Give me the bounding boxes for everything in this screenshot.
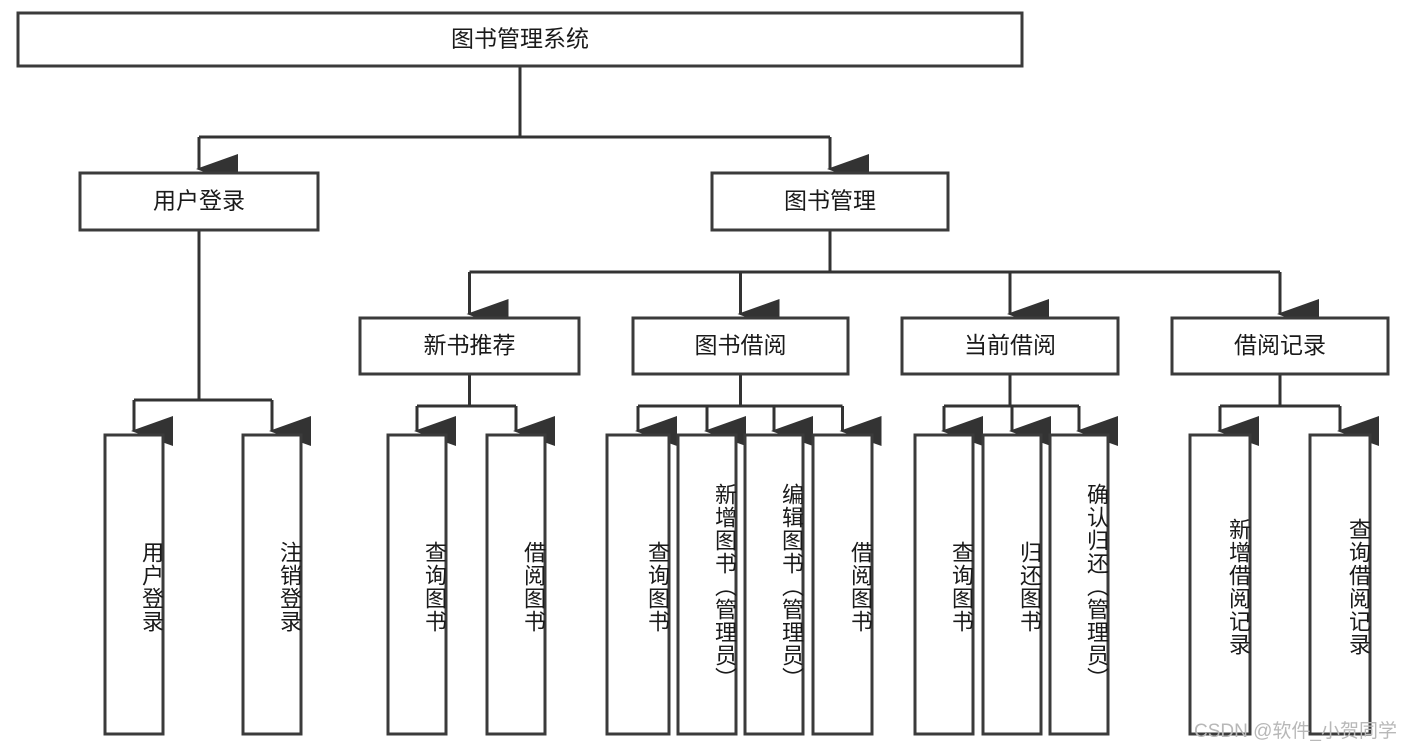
- node-leaf-box-1[interactable]: [241, 433, 303, 736]
- node-leaf-box-9[interactable]: [981, 433, 1043, 736]
- node-level3-label-2: 当前借阅: [964, 332, 1056, 358]
- node-leaf-box-6[interactable]: [743, 433, 805, 736]
- node-level3-box-1[interactable]: [631, 316, 850, 376]
- node-root-box[interactable]: [16, 11, 1024, 68]
- node-leaf-box-10[interactable]: [1048, 433, 1110, 736]
- node-leaf-box-3[interactable]: [485, 433, 547, 736]
- node-level2-box-1[interactable]: [710, 171, 950, 232]
- node-leaf-box-0[interactable]: [103, 433, 165, 736]
- csdn-watermark: CSDN @软件_小贺同学: [1194, 721, 1397, 742]
- node-level3-label-3: 借阅记录: [1234, 332, 1326, 358]
- node-leaf-box-2[interactable]: [386, 433, 448, 736]
- node-leaf-box-11[interactable]: [1188, 433, 1252, 736]
- node-leaf-box-5[interactable]: [676, 433, 738, 736]
- node-level3-box-3[interactable]: [1170, 316, 1390, 376]
- node-leaf-box-7[interactable]: [811, 433, 874, 736]
- node-level2-box-0[interactable]: [78, 171, 320, 232]
- node-level3-label-1: 图书借阅: [695, 332, 787, 358]
- node-leaf-box-12[interactable]: [1308, 433, 1372, 736]
- node-level3-box-2[interactable]: [900, 316, 1120, 376]
- connector-layer: [131, 66, 1379, 446]
- node-leaf-box-4[interactable]: [605, 433, 671, 736]
- node-leaf-box-8[interactable]: [913, 433, 975, 736]
- node-level3-label-0: 新书推荐: [424, 332, 516, 358]
- node-level3-box-0[interactable]: [358, 316, 581, 376]
- node-root-label: 图书管理系统: [451, 26, 589, 52]
- node-level2-label-1: 图书管理: [784, 188, 876, 214]
- node-level2-label-0: 用户登录: [153, 188, 245, 214]
